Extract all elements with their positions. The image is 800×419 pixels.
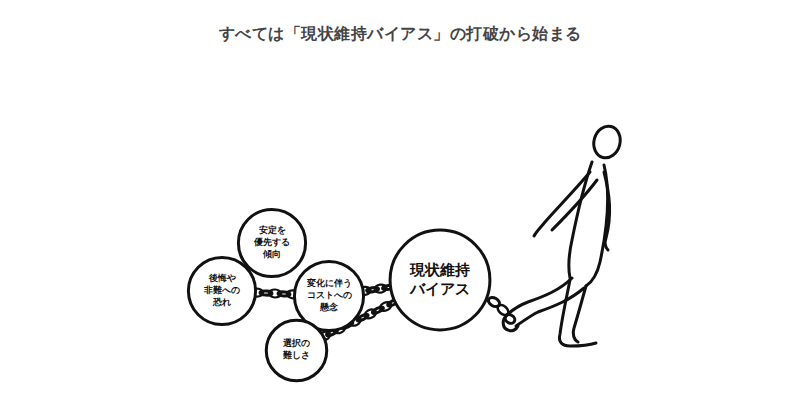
ball-label: 後悔や 非難への 恐れ — [198, 273, 246, 308]
ball-label: 安定を 優先する 傾向 — [248, 225, 296, 260]
chained-ball: 現状維持 バイアス — [388, 228, 492, 332]
ball-label: 現状維持 バイアス — [400, 261, 481, 300]
chained-ball: 後悔や 非難への 恐れ — [187, 256, 257, 326]
chain-link — [251, 288, 299, 298]
diagram-title: すべては「現状維持バイアス」の打破から始まる — [0, 24, 800, 45]
ball-label: 選択の 難しさ — [273, 338, 320, 361]
ball-label: 変化に伴う コストへの 懸念 — [304, 278, 355, 313]
chained-ball: 選択の 難しさ — [265, 319, 328, 382]
